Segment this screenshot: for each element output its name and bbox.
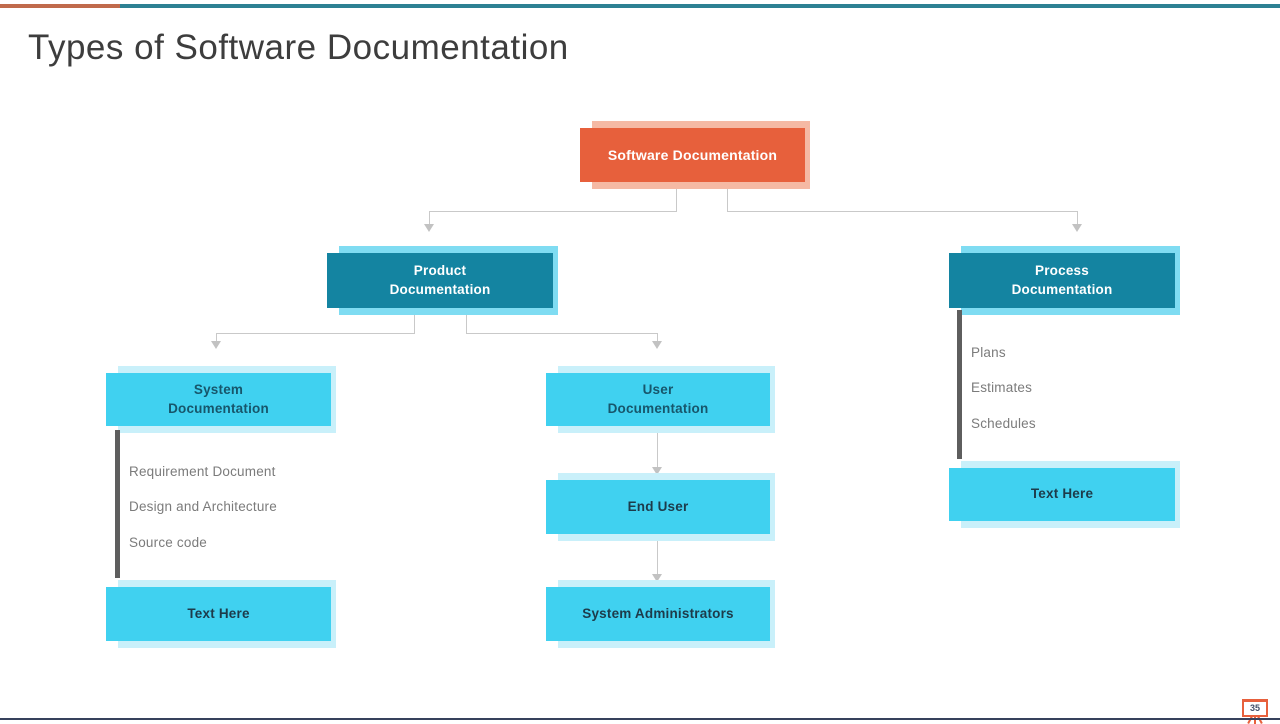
node-system-text-here: Text Here [106,580,336,648]
arrow-down-icon [1072,224,1082,232]
node-label: System Administrators [582,605,734,621]
list-item: Estimates [971,380,1033,395]
arrow-down-icon [652,341,662,349]
node-process-text-here: Text Here [949,461,1180,528]
list-item: Plans [971,345,1006,360]
bottom-border-line [0,718,1280,720]
arrow-down-icon [424,224,434,232]
slide-title: Types of Software Documentation [28,28,569,67]
node-user-documentation: User Documentation [546,366,775,433]
list-item: Requirement Document [129,464,276,479]
node-system-administrators: System Administrators [546,580,775,648]
arrow-down-icon [211,341,221,349]
list-item: Schedules [971,416,1036,431]
node-label: Process Documentation [1011,263,1113,297]
list-item: Design and Architecture [129,499,277,514]
node-system-documentation: System Documentation [106,366,336,433]
node-label: User Documentation [607,382,709,416]
node-label: Product Documentation [389,263,491,297]
node-label: Software Documentation [607,146,778,163]
node-label: System Documentation [168,382,269,416]
arrow-down-icon [652,574,662,582]
node-software-documentation: Software Documentation [580,121,810,189]
node-end-user: End User [546,473,775,541]
top-accent-orange-bar [0,4,120,8]
system-list-accent-bar [115,430,120,578]
node-process-documentation: Process Documentation [949,246,1180,315]
list-item: Source code [129,535,207,550]
top-accent-teal-bar [120,4,1280,8]
node-label: End User [627,498,689,514]
node-product-documentation: Product Documentation [327,246,558,315]
node-label: Text Here [187,605,250,621]
node-label: Text Here [1030,486,1094,502]
easel-board: 35 [1242,699,1268,717]
page-number: 35 [1249,703,1260,713]
arrow-down-icon [652,467,662,475]
process-list-accent-bar [957,310,962,459]
